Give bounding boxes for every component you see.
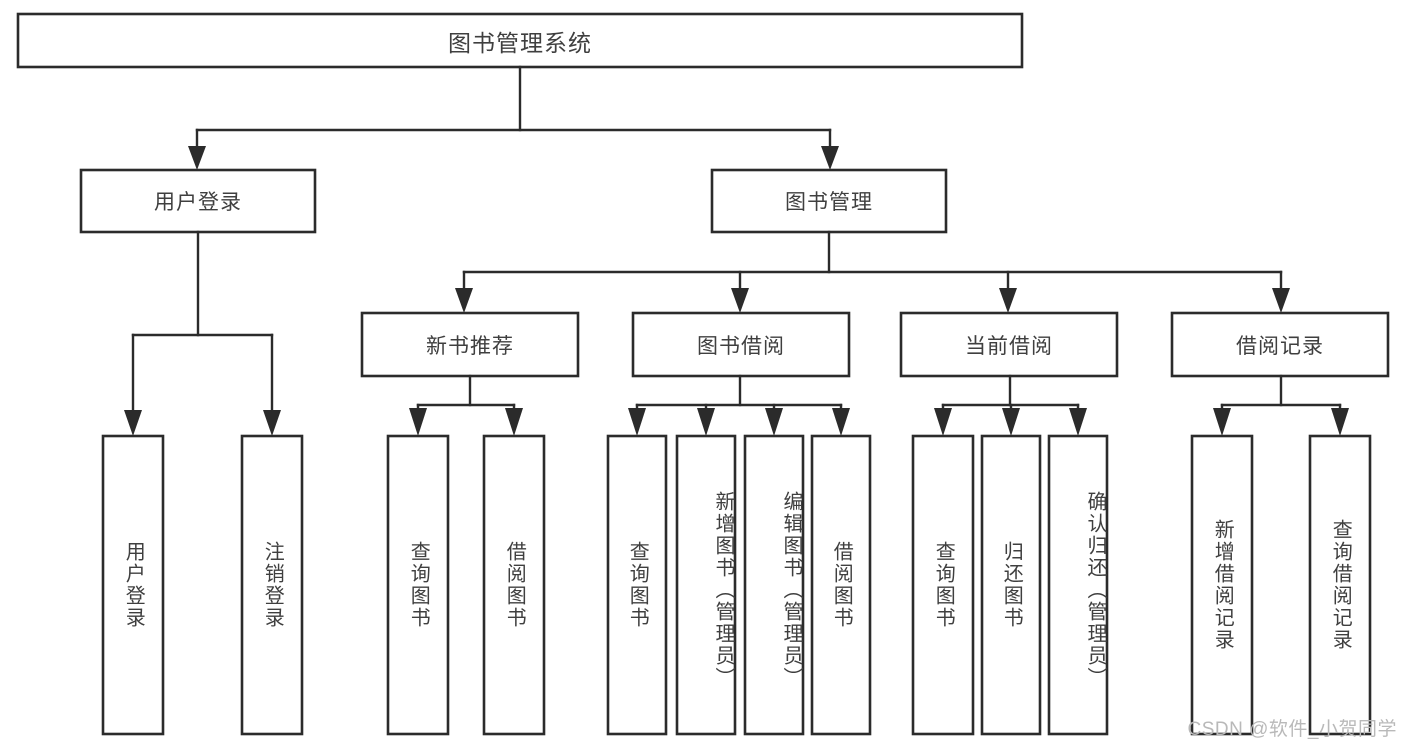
leaf-box-br-query-record[interactable] [1308, 434, 1372, 736]
arrow-head-new-book [455, 288, 473, 313]
arrow-head-book-borrow [731, 288, 749, 313]
node-box-current-borrow[interactable] [899, 311, 1119, 378]
leaf-box-bb-borrow-book[interactable] [810, 434, 872, 736]
node-box-book-borrow[interactable] [631, 311, 851, 378]
arrow-head-nb-leaf1 [409, 408, 427, 436]
arrow-head-borrow-record [1272, 288, 1290, 313]
leaf-box-nb-query-book[interactable] [386, 434, 450, 736]
node-box-borrow-record[interactable] [1170, 311, 1390, 378]
arrow-head-cb-leaf3 [1069, 408, 1087, 436]
leaf-box-br-add-record[interactable] [1190, 434, 1254, 736]
arrow-head-bb-leaf4 [832, 408, 850, 436]
arrow-head-user-login [188, 146, 206, 170]
leaf-box-bb-edit-book[interactable] [743, 434, 805, 736]
arrow-head-leaf-user-login [124, 410, 142, 436]
arrow-head-book-manage [821, 146, 839, 170]
arrow-head-cb-leaf1 [934, 408, 952, 436]
node-box-new-book-recommend[interactable] [360, 311, 580, 378]
arrow-head-br-leaf1 [1213, 408, 1231, 436]
leaf-box-cb-confirm-return[interactable] [1047, 434, 1109, 736]
csdn-watermark: CSDN @软件_小贺同学 [1187, 719, 1397, 740]
leaf-box-cb-query-book[interactable] [911, 434, 975, 736]
leaf-box-cb-return-book[interactable] [980, 434, 1042, 736]
arrow-head-br-leaf2 [1331, 408, 1349, 436]
arrow-head-cb-leaf2 [1002, 408, 1020, 436]
arrow-head-leaf-logout [263, 410, 281, 436]
leaf-box-logout[interactable] [240, 434, 304, 736]
arrow-head-bb-leaf2 [697, 408, 715, 436]
arrow-head-current-borrow [999, 288, 1017, 313]
node-box-book-manage[interactable] [710, 168, 948, 234]
arrow-head-bb-leaf3 [765, 408, 783, 436]
arrow-head-bb-leaf1 [628, 408, 646, 436]
leaf-box-bb-query-book[interactable] [606, 434, 668, 736]
arrow-head-nb-leaf2 [505, 408, 523, 436]
leaf-box-bb-add-book[interactable] [675, 434, 737, 736]
node-box-root[interactable] [16, 12, 1024, 69]
node-box-user-login[interactable] [79, 168, 317, 234]
leaf-box-nb-borrow-book[interactable] [482, 434, 546, 736]
leaf-box-user-login[interactable] [101, 434, 165, 736]
